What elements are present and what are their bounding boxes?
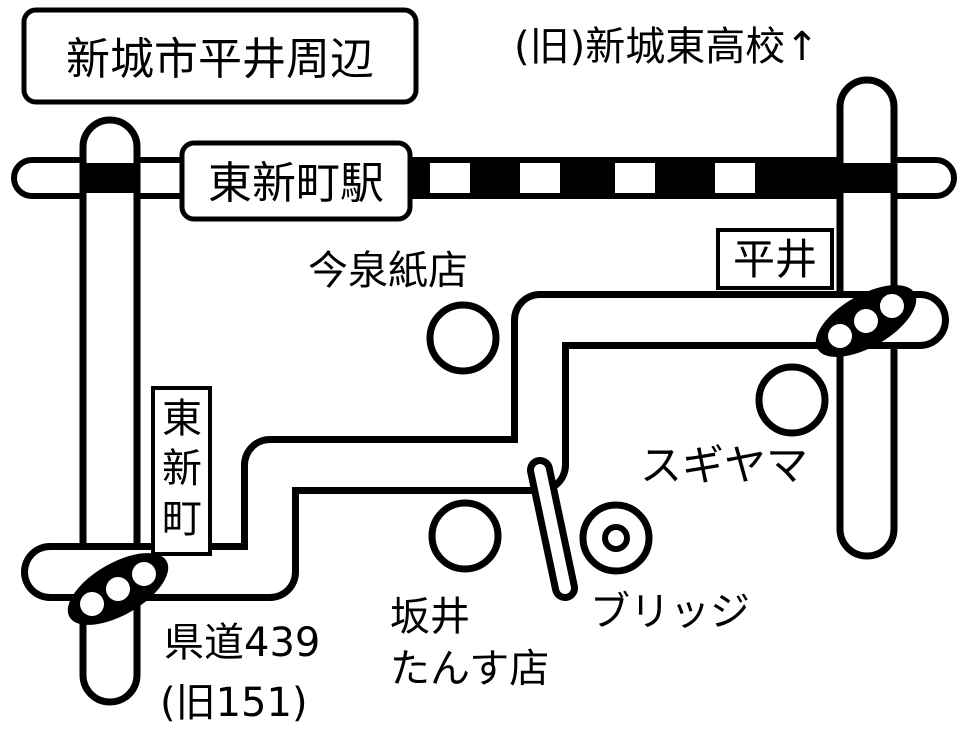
sugiyama-marker-icon [755, 363, 829, 437]
sakai-marker-icon [428, 499, 502, 573]
north-direction-note: (旧)新城東高校↑ [514, 24, 819, 70]
road-label-line1: 県道439 [164, 620, 320, 666]
traffic-signal-left [67, 553, 169, 625]
right-railway-crossing [843, 163, 891, 193]
left-railway-crossing [86, 163, 134, 193]
prefectural-road-439 [21, 291, 949, 601]
bridge-label: ブリッジ [590, 589, 750, 635]
higashishinmachi-char-1: 東 [162, 396, 202, 442]
hirai-label-text: 平井 [733, 235, 817, 284]
landmark-sakai: 坂井 たんす店 [390, 499, 549, 692]
landmark-sugiyama: スギヤマ [640, 363, 829, 490]
sakai-label-line1: 坂井 [390, 594, 470, 640]
sugiyama-label: スギヤマ [640, 441, 808, 490]
imaizumi-marker-icon [426, 301, 500, 375]
traffic-signal-right [815, 285, 917, 357]
landmark-bridge: ブリッジ [579, 501, 750, 635]
landmark-imaizumi: 今泉紙店 [308, 248, 500, 375]
station-name: 東新町駅 [208, 158, 384, 209]
hirai-area-label: 平井 [716, 228, 834, 290]
station-label: 東新町駅 [179, 140, 413, 222]
sakai-label-line2: たんす店 [390, 646, 549, 692]
higashishinmachi-char-3: 町 [162, 496, 202, 542]
imaizumi-label: 今泉紙店 [308, 248, 468, 294]
railway-line [11, 157, 957, 199]
map-title: 新城市平井周辺 [21, 7, 419, 105]
road-label-line2: (旧151) [160, 680, 308, 726]
map-title-text: 新城市平井周辺 [66, 34, 374, 85]
higashishinmachi-char-2: 新 [162, 446, 202, 492]
road-label: 県道439 (旧151) [160, 620, 320, 726]
higashishinmachi-label: 東 新 町 [151, 386, 212, 556]
